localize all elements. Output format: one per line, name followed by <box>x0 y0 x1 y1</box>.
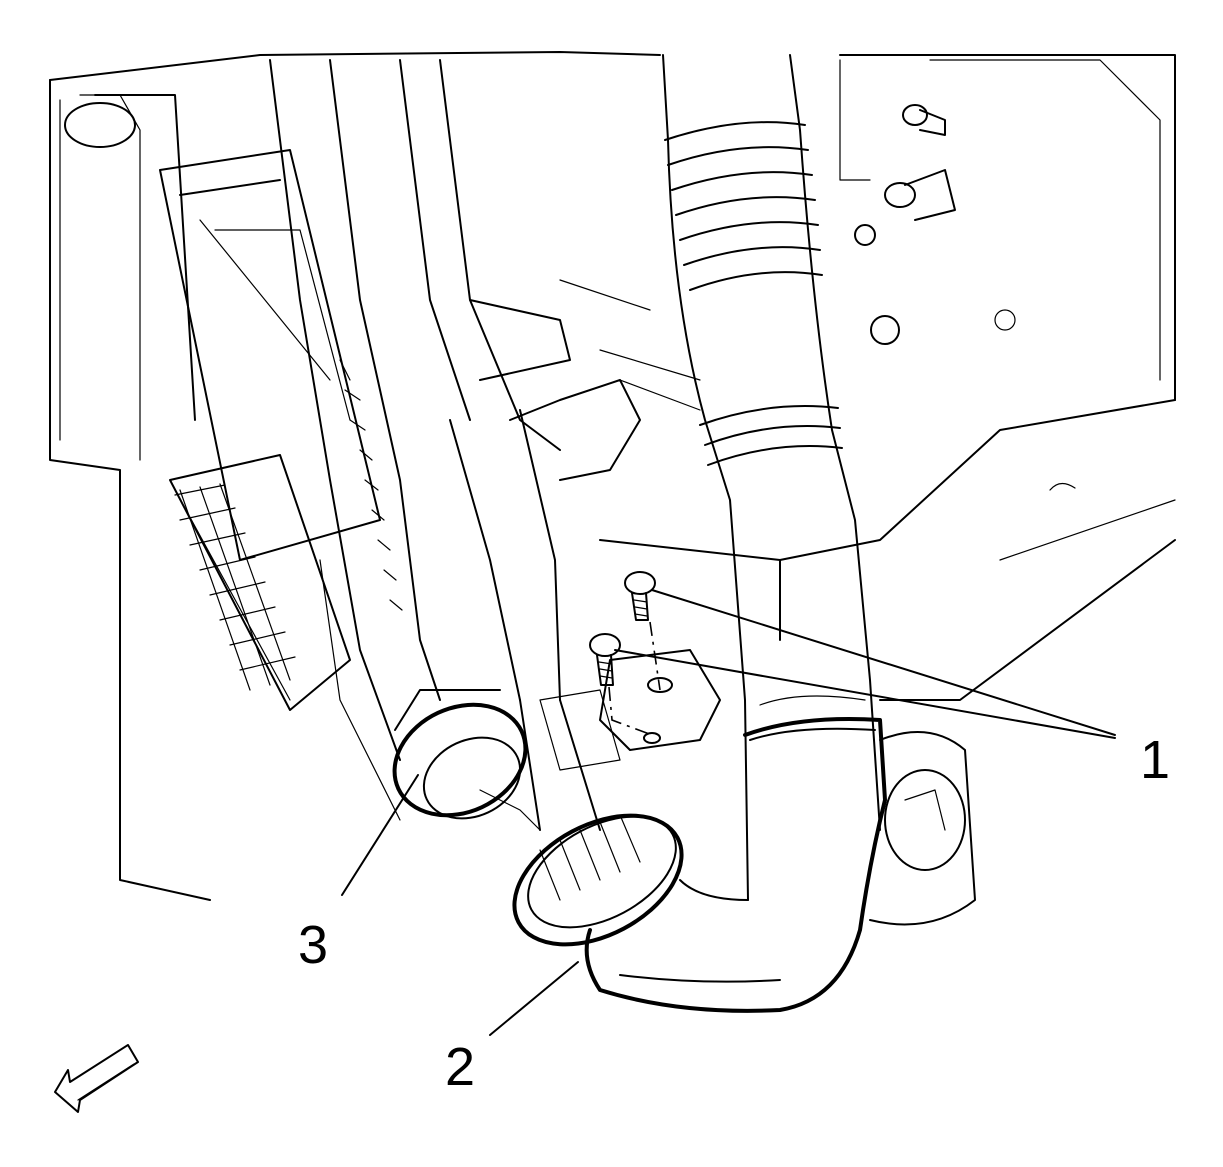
callout-1-label: 1 <box>1140 730 1171 790</box>
callout-2-label: 2 <box>445 1037 476 1097</box>
duct-coupler <box>392 689 541 831</box>
leader-1a <box>651 589 1116 736</box>
wiring-harness <box>269 59 641 831</box>
leader-lines <box>341 589 1116 1036</box>
engine-bay-background <box>49 51 1176 901</box>
intake-duct-elbow <box>512 695 887 1013</box>
bolt-lower <box>589 633 621 686</box>
leader-1b <box>614 649 1116 739</box>
leader-2 <box>489 961 579 1036</box>
fuse-block <box>159 149 381 711</box>
mounting-bracket <box>539 649 721 771</box>
callout-3-label: 3 <box>298 915 329 975</box>
front-direction-arrow-icon <box>54 1044 139 1113</box>
leader-3 <box>341 774 419 896</box>
bolt-upper-alignment-line <box>649 621 661 691</box>
bolt-lower-alignment-line <box>608 686 653 736</box>
bolt-upper <box>624 571 656 621</box>
resonator <box>869 731 976 926</box>
intake-duct-upper <box>662 54 881 901</box>
connector-grid <box>174 483 296 691</box>
sensor-cluster <box>839 59 1016 345</box>
